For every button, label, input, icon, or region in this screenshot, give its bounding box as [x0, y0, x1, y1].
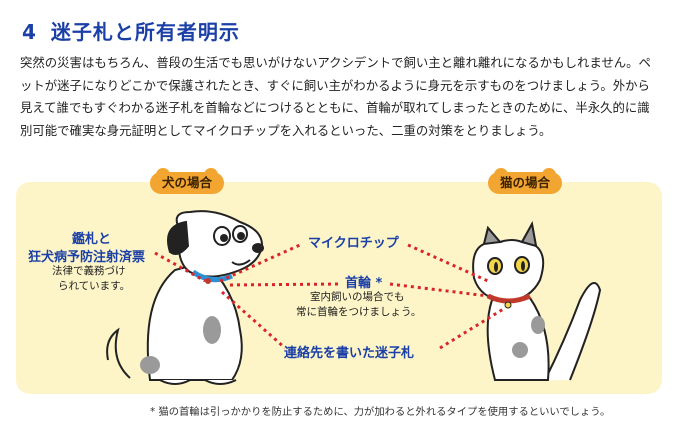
collar-note-line1: 室内飼いの場合でも — [310, 291, 405, 303]
microchip-label: マイクロチップ — [308, 236, 399, 251]
section-heading: 4 迷子札と所有者明示 — [22, 16, 240, 45]
dog-tag-label-line2: 狂犬病予防注射済票 — [28, 250, 146, 265]
collar-note-line2: 常に首輪をつけましょう。 — [296, 306, 422, 318]
dog-illustration — [106, 210, 264, 385]
connector-lines — [154, 243, 506, 350]
connector-dog-tag — [154, 251, 206, 283]
dog-case-badge: 犬の場合 — [150, 168, 225, 194]
footnote: * 猫の首輪は引っかかりを防止するために、力が加わると外れるタイプを使用するとい… — [150, 406, 611, 418]
section-title: 迷子札と所有者明示 — [50, 20, 240, 44]
cat-case-badge: 猫の場合 — [488, 168, 563, 194]
connector-microchip-cat — [407, 243, 491, 284]
connector-microchip-dog — [219, 243, 301, 283]
body-paragraph: 突然の災害はもちろん、普段の生活でも思いがけないアクシデントで飼い主と離れ離れに… — [20, 55, 651, 138]
connector-collar-cat — [389, 282, 489, 298]
dog-tag-note-line2: られています。 — [58, 280, 131, 292]
connector-contact-cat — [439, 306, 506, 350]
cat-illustration — [472, 221, 602, 381]
dog-tag-note-line1: 法律で義務づけ — [52, 265, 126, 277]
collar-label: 首輪 * — [345, 276, 383, 291]
dog-tag-label-line1: 鑑札と — [72, 232, 112, 247]
connector-collar-dog — [229, 282, 341, 287]
section-number: 4 — [22, 20, 37, 44]
connector-contact-dog — [221, 290, 286, 350]
contact-tag-label: 連絡先を書いた迷子札 — [284, 346, 415, 361]
